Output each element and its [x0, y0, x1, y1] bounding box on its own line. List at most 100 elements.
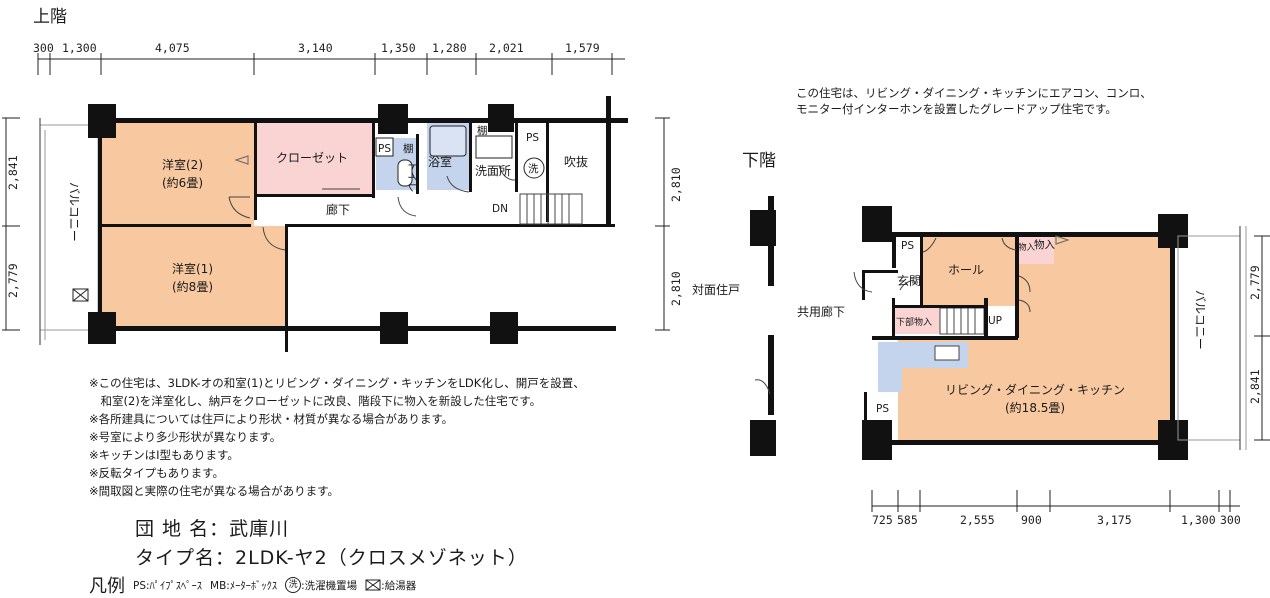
- washer-icon: 洗: [285, 577, 302, 593]
- dim-top-7: 1,579: [565, 41, 600, 55]
- lower-dim-bottom-0: 725: [872, 513, 893, 527]
- note-line: ※間取図と実際の住宅が異なる場合があります。: [89, 484, 339, 498]
- hall-label: ホール: [948, 263, 984, 277]
- lower-doors: [853, 237, 1031, 313]
- upper-doors: [228, 164, 516, 251]
- lower-dim-bottom-5: 1,300: [1181, 513, 1216, 527]
- stairs-down-label: DN: [492, 203, 508, 215]
- upgrade-note-line: モニター付インターホンを設置したグレードアップ住宅です。: [796, 102, 1117, 116]
- toilet-label: トイレ: [406, 161, 418, 193]
- ldk-size: (約18.5畳): [1005, 400, 1065, 415]
- legend-heater: :給湯器: [365, 578, 416, 593]
- hall: [922, 236, 1018, 306]
- water-heater-icon: [72, 288, 89, 302]
- upgrade-note: この住宅は、リビング・ダイニング・キッチンにエアコン、コンロ、 モニター付インタ…: [796, 85, 1152, 117]
- legend-washer: 洗 :洗濯機置場: [285, 577, 357, 593]
- note-line: ※各所建具については住戸により形状・材質が異なる場合があります。: [89, 412, 454, 426]
- note-line: ※この住宅は、3LDK-オの和室(1)とリビング・ダイニング・キッチンをLDK化…: [89, 376, 585, 390]
- arrow-icon: [234, 155, 249, 165]
- lower-floor-heading: 下階: [742, 151, 776, 171]
- dim-left-1: 2,779: [6, 263, 20, 298]
- legend-ps: PS:ﾊﾟｲﾌﾟｽﾍﾟｰｽ: [133, 579, 203, 592]
- water-heater-icon: [365, 579, 381, 591]
- dim-right-0: 2,810: [669, 167, 683, 202]
- room-2-size: (約6畳): [162, 175, 203, 190]
- note-line: ※反転タイプもあります。: [89, 466, 224, 480]
- opposite-unit-label: 対面住戸: [692, 283, 740, 297]
- dim-left-0: 2,841: [6, 155, 20, 190]
- sink-icon: [934, 345, 960, 361]
- ps-label-2: PS: [526, 132, 539, 144]
- washer-icon: 洗: [528, 163, 539, 175]
- upper-left-dimensions: [2, 117, 20, 331]
- lower-dim-bottom-3: 900: [1021, 513, 1042, 527]
- note-line: 和室(2)を洋室化し、納戸をクローゼットに改良、階段下に物入を新設した住宅です。: [89, 394, 542, 408]
- bath-label: 浴室: [428, 154, 452, 169]
- common-corridor-label: 共用廊下: [797, 304, 845, 319]
- lower-dim-bottom-6: 300: [1220, 513, 1241, 527]
- storage-label: 物入: [1034, 238, 1056, 251]
- lower-right-dimensions: [1254, 235, 1270, 441]
- dim-top-6: 2,021: [489, 41, 524, 55]
- arrow-icon: [1055, 235, 1070, 245]
- estate-name: 団 地 名：武庫川: [135, 518, 290, 540]
- room-1-size: (約8畳): [172, 279, 213, 294]
- legend-washer-label: :洗濯機置場: [301, 579, 358, 592]
- closet-label: クローゼット: [276, 151, 348, 165]
- void-label: 吹抜: [564, 155, 588, 169]
- upper-floor-heading: 上階: [33, 7, 67, 27]
- dim-top-1: 1,300: [62, 41, 97, 55]
- note-line: ※キッチンはI型もあります。: [89, 448, 239, 462]
- ldk-label: リビング・ダイニング・キッチン: [945, 382, 1125, 397]
- room-2-label: 洋室(2): [162, 157, 203, 172]
- dim-right-1: 2,810: [669, 271, 683, 306]
- notes-list: ※この住宅は、3LDK-オの和室(1)とリビング・ダイニング・キッチンをLDK化…: [89, 374, 585, 500]
- lower-balcony: [1177, 226, 1247, 450]
- washroom-label: 洗面所: [475, 164, 511, 178]
- legend: 凡例 PS:ﾊﾟｲﾌﾟｽﾍﾟｰｽ MB:ﾒｰﾀｰﾎﾞｯｸｽ 洗 :洗濯機置場 :…: [89, 572, 416, 598]
- under-storage: [894, 308, 940, 334]
- dim-top-4: 1,350: [381, 41, 416, 55]
- corridor-label: 廊下: [326, 202, 350, 217]
- shelf-label-2: 棚: [477, 124, 488, 137]
- ps-label-lower: PS: [901, 240, 914, 252]
- room-western-2: [101, 122, 254, 226]
- dim-top-2: 4,075: [155, 41, 190, 55]
- lower-columns: [862, 206, 1188, 460]
- under-storage-label: 下部物入: [896, 316, 932, 328]
- lower-dim-bottom-4: 3,175: [1097, 513, 1132, 527]
- room-1-label: 洋室(1): [172, 261, 213, 276]
- note-line: ※号室により多少形状が異なります。: [89, 430, 282, 444]
- lower-staircase: [939, 307, 985, 335]
- lower-bottom-dimensions: [871, 490, 1240, 512]
- ps-label: PS: [378, 143, 391, 155]
- storage-small: [1016, 236, 1030, 264]
- lower-dim-right-1: 2,841: [1248, 369, 1262, 404]
- ps-label-lower-2: PS: [876, 403, 889, 415]
- opposite-unit-door: [754, 379, 771, 395]
- ldk-mid-area: [1018, 306, 1173, 338]
- upper-walls: [98, 96, 628, 352]
- storage: [1030, 236, 1054, 264]
- type-name: タイプ名：2LDK-ヤ2（クロスメゾネット）: [135, 547, 528, 569]
- dim-top-3: 3,140: [298, 41, 333, 55]
- dim-top-0: 300: [33, 41, 54, 55]
- upper-staircase: [519, 193, 583, 225]
- upper-columns: [88, 104, 518, 344]
- legend-mb: MB:ﾒｰﾀｰﾎﾞｯｸｽ: [210, 579, 278, 592]
- upgrade-note-line: この住宅は、リビング・ダイニング・キッチンにエアコン、コンロ、: [796, 86, 1152, 100]
- storage-small-label: 物入: [1018, 242, 1036, 253]
- closet: [256, 122, 373, 194]
- lower-dim-bottom-1: 585: [897, 513, 918, 527]
- shelf-label: 棚: [403, 142, 414, 155]
- upper-fixtures: [375, 125, 546, 187]
- lower-dim-bottom-2: 2,555: [960, 513, 995, 527]
- kitchen-counter-side: [878, 342, 902, 392]
- legend-title: 凡例: [89, 576, 125, 597]
- lower-dim-right-0: 2,779: [1248, 265, 1262, 300]
- opposite-unit-walls: [750, 196, 776, 456]
- room-western-1: [101, 226, 288, 330]
- entrance-label: 玄関: [897, 273, 921, 288]
- upper-right-dimensions: [655, 117, 670, 331]
